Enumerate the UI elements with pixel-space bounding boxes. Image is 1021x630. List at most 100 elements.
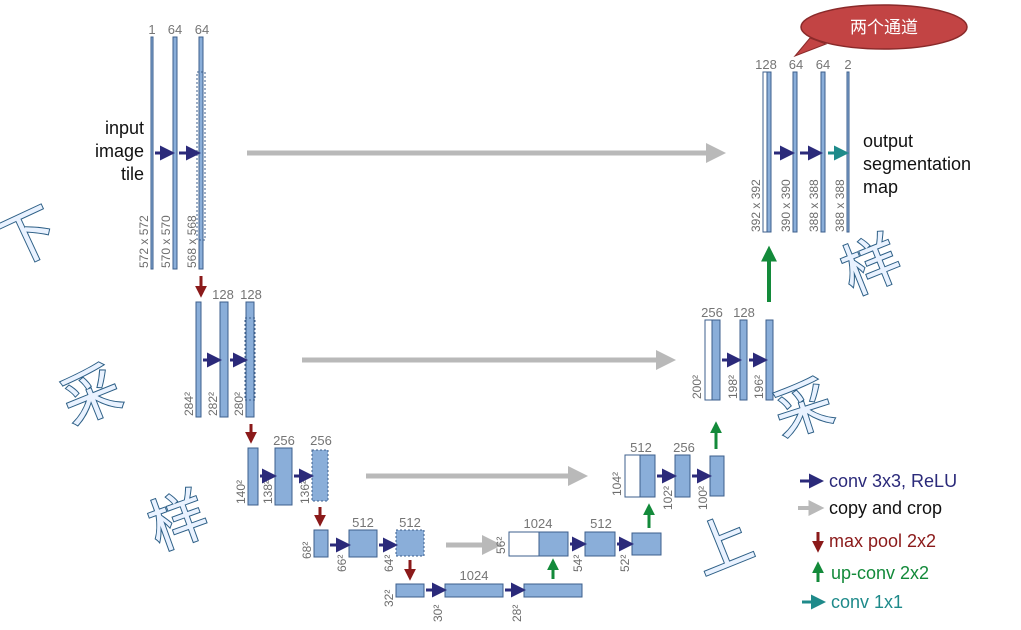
cropped-region (244, 317, 256, 401)
channel-label: 512 (399, 515, 421, 530)
feature-map-block (311, 449, 329, 502)
copied-block (624, 454, 641, 498)
legend-label: max pool 2x2 (829, 531, 936, 551)
channel-label: 256 (673, 440, 695, 455)
size-label: 32² (382, 590, 396, 607)
output-label-line: map (863, 177, 898, 197)
handwritten-char: 上 (683, 503, 762, 588)
feature-map-block (172, 36, 178, 270)
size-label: 68² (300, 542, 314, 559)
channel-label: 1 (148, 22, 155, 37)
channel-label: 128 (755, 57, 777, 72)
size-label: 100² (696, 486, 710, 510)
size-label: 30² (431, 605, 445, 622)
size-label: 280² (232, 392, 246, 416)
legend-label: up-conv 2x2 (831, 563, 929, 583)
feature-map-block (584, 531, 616, 557)
feature-map-block (395, 529, 425, 557)
channel-label: 1024 (460, 568, 489, 583)
input-label-line: input (105, 118, 144, 138)
size-label: 196² (752, 375, 766, 399)
level1-decoder: 128 64 64 2 392 x 392 390 x 390 388 x 38… (749, 57, 971, 233)
size-label: 140² (234, 480, 248, 504)
legend-label: copy and crop (829, 498, 942, 518)
size-label: 52² (618, 555, 632, 572)
feature-map-block (195, 301, 202, 418)
channel-label: 256 (310, 433, 332, 448)
channel-label: 256 (701, 305, 723, 320)
feature-map-block (538, 531, 569, 557)
size-label: 390 x 390 (779, 179, 793, 232)
channel-label: 512 (590, 516, 612, 531)
level3-decoder: 512 256 104² 102² 100² (610, 440, 725, 510)
feature-map-block (711, 319, 721, 401)
channel-label: 1024 (524, 516, 553, 531)
input-label-line: image (95, 141, 144, 161)
feature-map-block (792, 71, 798, 233)
feature-map-block (523, 583, 583, 598)
legend-label: conv 3x3, ReLU (829, 471, 957, 491)
level2-decoder: 256 128 200² 198² 196² (690, 305, 774, 401)
size-label: 388 x 388 (807, 179, 821, 232)
feature-map-block (739, 319, 748, 401)
level4-decoder: 1024 512 56² 54² 52² (494, 516, 662, 572)
channel-label: 512 (352, 515, 374, 530)
size-label: 54² (571, 555, 585, 572)
feature-map-block (313, 529, 329, 558)
feature-map-block (444, 583, 504, 598)
feature-map-block (348, 529, 378, 558)
size-label: 198² (726, 375, 740, 399)
level3-encoder: 256 256 140² 138² 136² (234, 433, 332, 506)
output-label-line: segmentation (863, 154, 971, 174)
copied-block (762, 71, 768, 233)
channel-label: 64 (195, 22, 209, 37)
size-label: 64² (382, 555, 396, 572)
size-label: 136² (298, 480, 312, 504)
feature-map-block (631, 532, 662, 556)
feature-map-block (247, 447, 259, 506)
handwritten-char: 样 (832, 223, 911, 308)
feature-map-block (150, 36, 154, 270)
size-label: 104² (610, 472, 624, 496)
level4-encoder: 512 512 68² 66² 64² (300, 515, 425, 572)
channel-label: 64 (789, 57, 803, 72)
size-label: 282² (206, 392, 220, 416)
size-label: 102² (661, 486, 675, 510)
size-label: 28² (510, 605, 524, 622)
copied-block (508, 531, 540, 557)
size-label: 572 x 572 (137, 215, 151, 268)
feature-map-block (395, 583, 425, 598)
size-label: 392 x 392 (749, 179, 763, 232)
output-label-line: output (863, 131, 913, 151)
feature-map-block (846, 71, 850, 233)
legend: conv 3x3, ReLU copy and crop max pool 2x… (798, 471, 957, 612)
legend-label: conv 1x1 (831, 592, 903, 612)
size-label: 570 x 570 (159, 215, 173, 268)
channel-label: 512 (630, 440, 652, 455)
feature-map-block (219, 301, 229, 418)
channel-label: 64 (168, 22, 182, 37)
size-label: 388 x 388 (833, 179, 847, 232)
feature-map-block (766, 71, 772, 233)
feature-map-block (274, 447, 293, 506)
level2-encoder: 128 128 284² 282² 280² (182, 287, 262, 418)
feature-map-block (674, 454, 691, 498)
feature-map-block (820, 71, 826, 233)
feature-map-block (709, 455, 725, 497)
size-label: 568 x 568 (185, 215, 199, 268)
feature-map-block (639, 454, 656, 498)
input-label-line: tile (121, 164, 144, 184)
handwritten-char: 采 (52, 353, 131, 438)
copied-block (704, 319, 713, 401)
handwritten-char: 采 (765, 368, 841, 451)
size-label: 200² (690, 375, 704, 399)
size-label: 138² (261, 480, 275, 504)
bottleneck: 1024 32² 30² 28² (382, 568, 583, 622)
channel-label: 128 (240, 287, 262, 302)
size-label: 66² (335, 555, 349, 572)
size-label: 56² (494, 537, 508, 554)
channel-label: 128 (733, 305, 755, 320)
channel-label: 2 (844, 57, 851, 72)
